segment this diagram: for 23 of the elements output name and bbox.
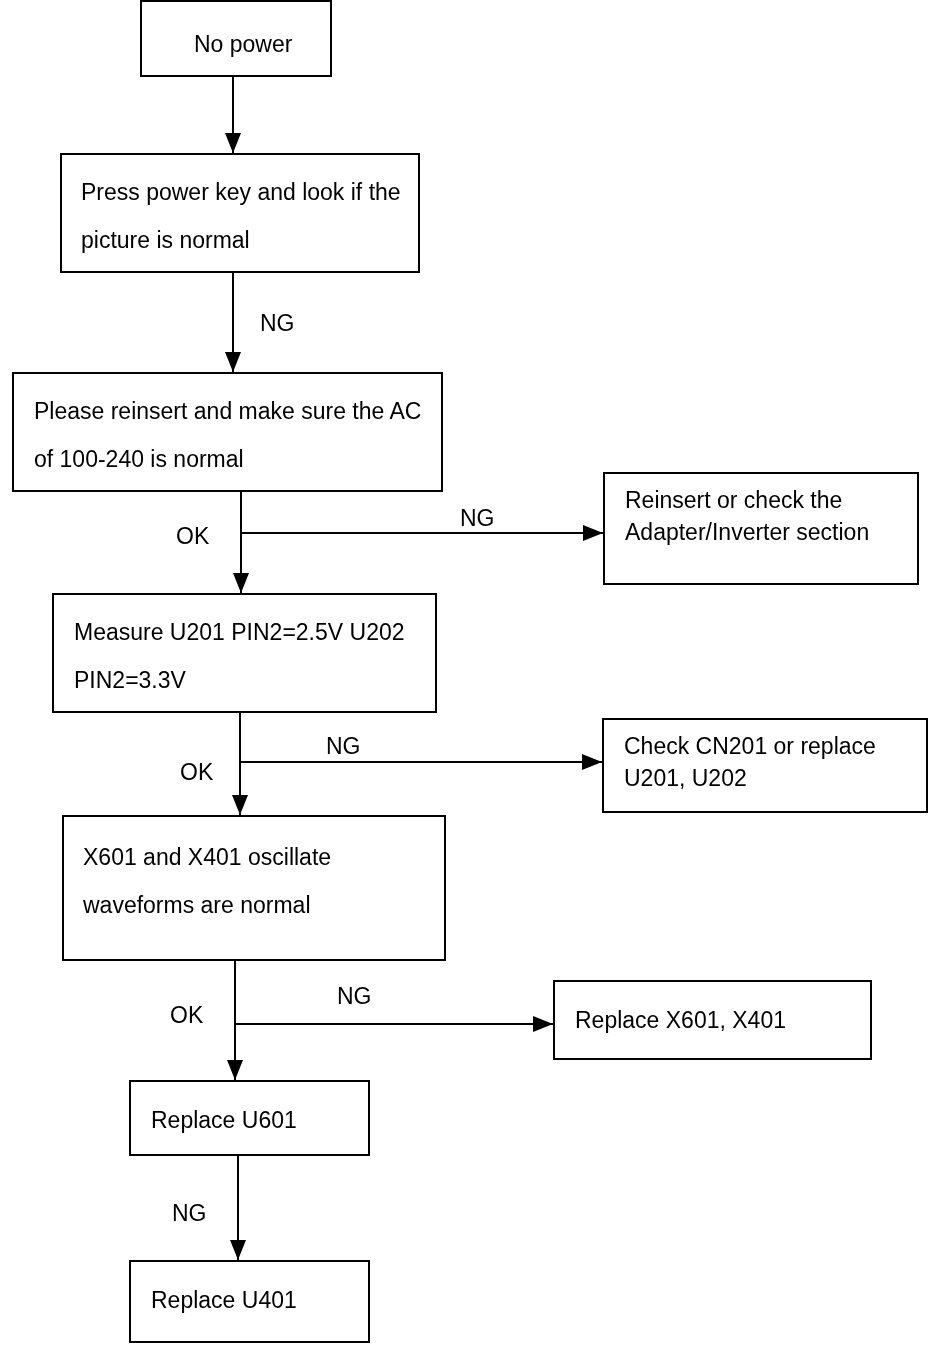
arrow (225, 76, 241, 154)
step-text: Check CN201 or replace U201, U202 (624, 732, 877, 793)
step-text: X601 and X401 oscillate waveforms are normal (83, 843, 333, 920)
step-text: Replace X601, X401 (575, 1006, 787, 1035)
step-text: Replace U601 (151, 1106, 298, 1135)
process-box (140, 0, 332, 77)
step-text: Replace U401 (151, 1286, 298, 1315)
process-box (129, 1080, 370, 1156)
step-text: No power (194, 30, 294, 59)
arrow (225, 272, 241, 373)
process-box (60, 153, 420, 273)
process-box (129, 1260, 370, 1343)
step-text: Please reinsert and make sure the AC of 100-240 is normal (34, 397, 423, 474)
process-box (603, 472, 919, 585)
process-box (12, 372, 443, 492)
process-box (602, 718, 928, 813)
arrow (230, 1155, 246, 1261)
step-text: Measure U201 PIN2=2.5V U202 PIN2=3.3V (74, 618, 406, 695)
process-box (553, 980, 872, 1060)
step-text: Press power key and look if the picture is normal (81, 178, 402, 255)
step-text: Reinsert or check the Adapter/Inverter section (625, 486, 871, 547)
process-box (52, 593, 437, 713)
process-box (62, 815, 446, 961)
